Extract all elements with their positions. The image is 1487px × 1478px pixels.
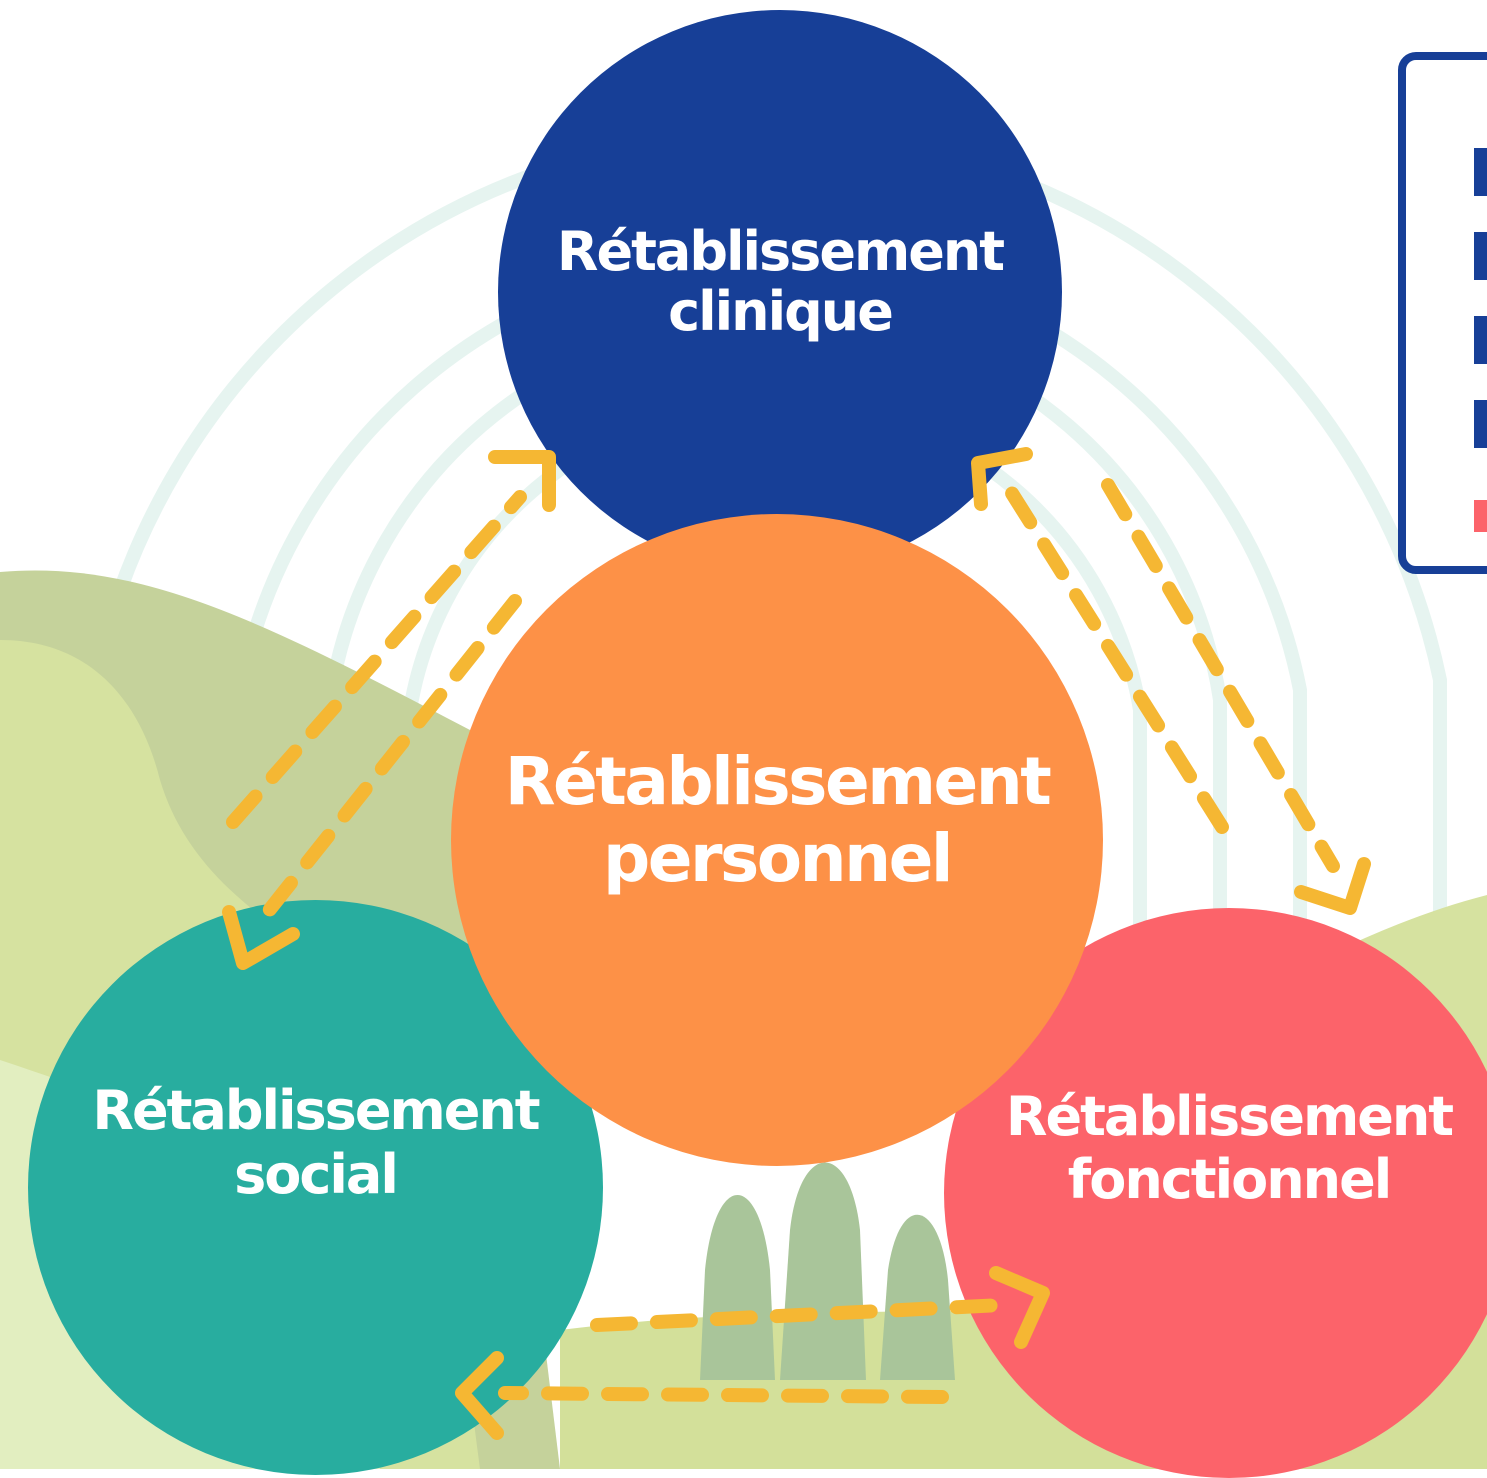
side-card-text-fragment [1474, 316, 1487, 364]
personnel-label-line1: Rétablissement [504, 742, 1052, 820]
side-card-text-fragment [1474, 400, 1487, 448]
clinique-label-line2: clinique [668, 280, 894, 343]
social-label-line1: Rétablissement [92, 1079, 540, 1143]
fonctionnel-label-line2: fonctionnel [1067, 1148, 1392, 1211]
circle-retablissement-personnel: Rétablissement personnel [451, 514, 1103, 1166]
circle-retablissement-clinique: Rétablissement clinique [498, 10, 1062, 574]
side-card-text-fragment [1474, 232, 1487, 280]
side-info-card [1398, 52, 1487, 574]
fonctionnel-label-line1: Rétablissement [1005, 1084, 1454, 1148]
side-card-text-fragment [1474, 148, 1487, 196]
clinique-label-line1: Rétablissement [556, 219, 1005, 283]
circle-retablissement-fonctionnel: Rétablissement fonctionnel [944, 908, 1487, 1478]
social-label-line2: social [234, 1142, 399, 1206]
shrubs [700, 1162, 955, 1380]
personnel-label-line2: personnel [602, 820, 954, 897]
side-card-accent-fragment [1474, 500, 1487, 532]
